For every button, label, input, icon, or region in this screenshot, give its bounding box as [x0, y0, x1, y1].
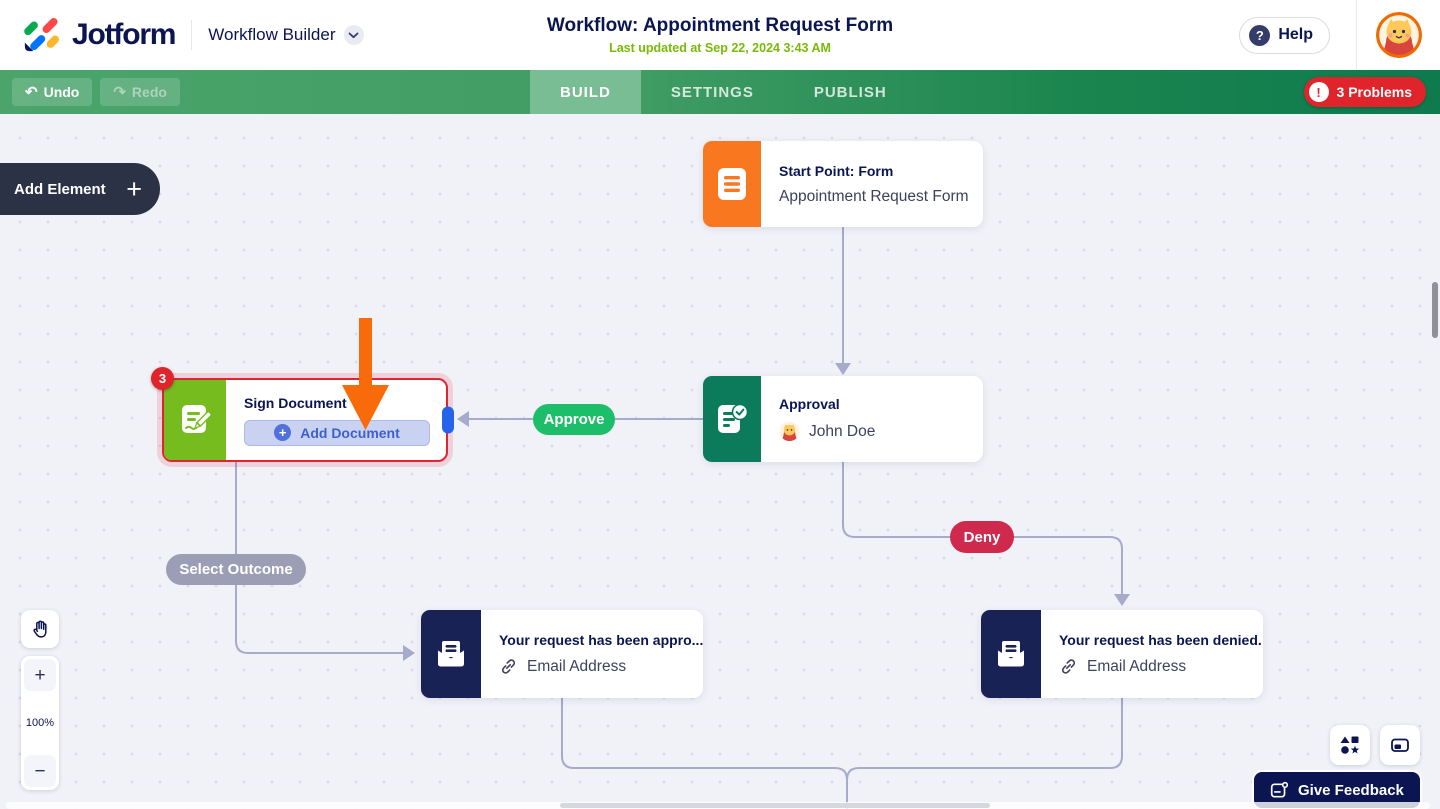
- chevron-down-icon: [343, 25, 364, 45]
- node-title: Approval: [779, 396, 840, 412]
- node-assignee: John Doe: [779, 421, 875, 442]
- add-document-label: Add Document: [300, 424, 400, 441]
- add-document-button[interactable]: + Add Document: [244, 419, 430, 446]
- question-mark-icon: ?: [1249, 24, 1271, 46]
- arrowhead-down-approval: [835, 363, 851, 375]
- tab-settings[interactable]: SETTINGS: [670, 83, 754, 101]
- branch-label-deny[interactable]: Deny: [950, 521, 1014, 553]
- link-icon: [1061, 659, 1076, 674]
- zoom-controls: + 100% −: [21, 656, 59, 790]
- problems-label: 3 Problems: [1336, 84, 1412, 100]
- shapes-icon: [1340, 736, 1360, 754]
- node-sign-document[interactable]: 3 Sign Document + Add Document: [151, 367, 454, 462]
- add-element-label: Add Element: [14, 180, 106, 198]
- workflow-canvas[interactable]: Add Element + Start Point: Form Appointm…: [0, 114, 1440, 809]
- error-count-badge: 3: [151, 367, 174, 390]
- arrowhead-right-approved: [403, 645, 415, 661]
- user-avatar[interactable]: [1375, 12, 1422, 58]
- workflow-builder-dropdown[interactable]: Workflow Builder: [208, 25, 364, 45]
- header-divider: [191, 20, 193, 50]
- help-button[interactable]: ? Help: [1239, 16, 1330, 54]
- node-approval[interactable]: Approval John Doe: [703, 376, 983, 462]
- tab-build[interactable]: BUILD: [530, 70, 641, 114]
- node-subtitle: Email Address: [499, 657, 685, 676]
- plus-circle-icon: +: [274, 424, 292, 441]
- undo-button[interactable]: ↶ Undo: [12, 78, 93, 106]
- node-title: Sign Document: [244, 394, 347, 411]
- arrowhead-down-denied: [1114, 594, 1130, 606]
- elements-panel-button[interactable]: [1330, 725, 1370, 765]
- form-icon: [703, 141, 761, 227]
- node-subtitle: Email Address: [1059, 657, 1245, 676]
- tab-publish[interactable]: PUBLISH: [813, 83, 887, 101]
- node-title: Your request has been denied.: [1059, 632, 1262, 648]
- branch-label-select-outcome[interactable]: Select Outcome: [166, 554, 306, 585]
- zoom-level: 100%: [25, 717, 55, 729]
- edge-denied-email-down: [846, 698, 1123, 809]
- redo-button[interactable]: ↷ Redo: [100, 78, 180, 106]
- approval-icon: [703, 376, 761, 462]
- redo-icon: ↷: [113, 83, 126, 101]
- email-field-label: Email Address: [1087, 657, 1187, 675]
- minimap-icon: [1391, 738, 1409, 752]
- jotform-logo-icon: [24, 18, 60, 52]
- zoom-in-button[interactable]: +: [24, 659, 56, 691]
- email-field-label: Email Address: [527, 657, 627, 675]
- jotform-wordmark: Jotform: [72, 18, 176, 51]
- undo-icon: ↶: [25, 83, 38, 101]
- node-start-point[interactable]: Start Point: Form Appointment Request Fo…: [703, 141, 983, 227]
- node-email-denied[interactable]: Your request has been denied. Email Addr…: [981, 610, 1263, 698]
- vertical-scrollbar[interactable]: [1432, 282, 1438, 338]
- node-title: Start Point: Form: [779, 162, 894, 179]
- product-name: Workflow Builder: [208, 25, 336, 44]
- undo-label: Undo: [43, 84, 80, 100]
- feedback-icon: [1270, 781, 1289, 798]
- exclamation-icon: !: [1308, 82, 1329, 102]
- hand-icon: [33, 620, 47, 638]
- arrowhead-left-sign: [457, 411, 469, 427]
- pan-tool-button[interactable]: [21, 610, 59, 648]
- feedback-label: Give Feedback: [1298, 781, 1404, 799]
- edge-approved-email-down: [561, 698, 848, 809]
- app-header: Jotform Workflow Builder Workflow: Appoi…: [0, 0, 1440, 70]
- help-label: Help: [1278, 26, 1313, 43]
- connection-port[interactable]: [442, 406, 454, 434]
- avatar-container: [1356, 0, 1440, 70]
- workflow-title-block: Workflow: Appointment Request Form Last …: [420, 15, 1020, 55]
- zoom-out-button[interactable]: −: [24, 755, 56, 787]
- node-email-approved[interactable]: Your request has been appro... Email Add…: [421, 610, 703, 698]
- assignee-name: John Doe: [809, 422, 876, 440]
- plus-icon: +: [126, 173, 142, 204]
- link-icon: [501, 659, 516, 674]
- minimap-button[interactable]: [1380, 725, 1420, 765]
- jotform-logo[interactable]: Jotform: [0, 16, 176, 54]
- last-updated-text: Last updated at Sep 22, 2024 3:43 AM: [609, 41, 831, 55]
- sign-document-icon: [164, 380, 226, 460]
- node-subtitle: Appointment Request Form: [779, 187, 969, 205]
- build-toolbar: ↶ Undo ↷ Redo BUILD SETTINGS PUBLISH ! 3…: [0, 70, 1440, 114]
- page-title: Workflow: Appointment Request Form: [546, 15, 894, 36]
- assignee-avatar: [779, 421, 800, 442]
- redo-label: Redo: [131, 84, 167, 100]
- email-icon: [981, 610, 1041, 698]
- problems-badge[interactable]: ! 3 Problems: [1303, 77, 1426, 107]
- email-icon: [421, 610, 481, 698]
- node-title: Your request has been appro...: [499, 632, 704, 648]
- tab-bar: BUILD SETTINGS PUBLISH: [530, 70, 917, 114]
- horizontal-scrollbar[interactable]: [560, 803, 990, 808]
- branch-label-approve[interactable]: Approve: [533, 404, 615, 435]
- add-element-button[interactable]: Add Element +: [0, 163, 160, 215]
